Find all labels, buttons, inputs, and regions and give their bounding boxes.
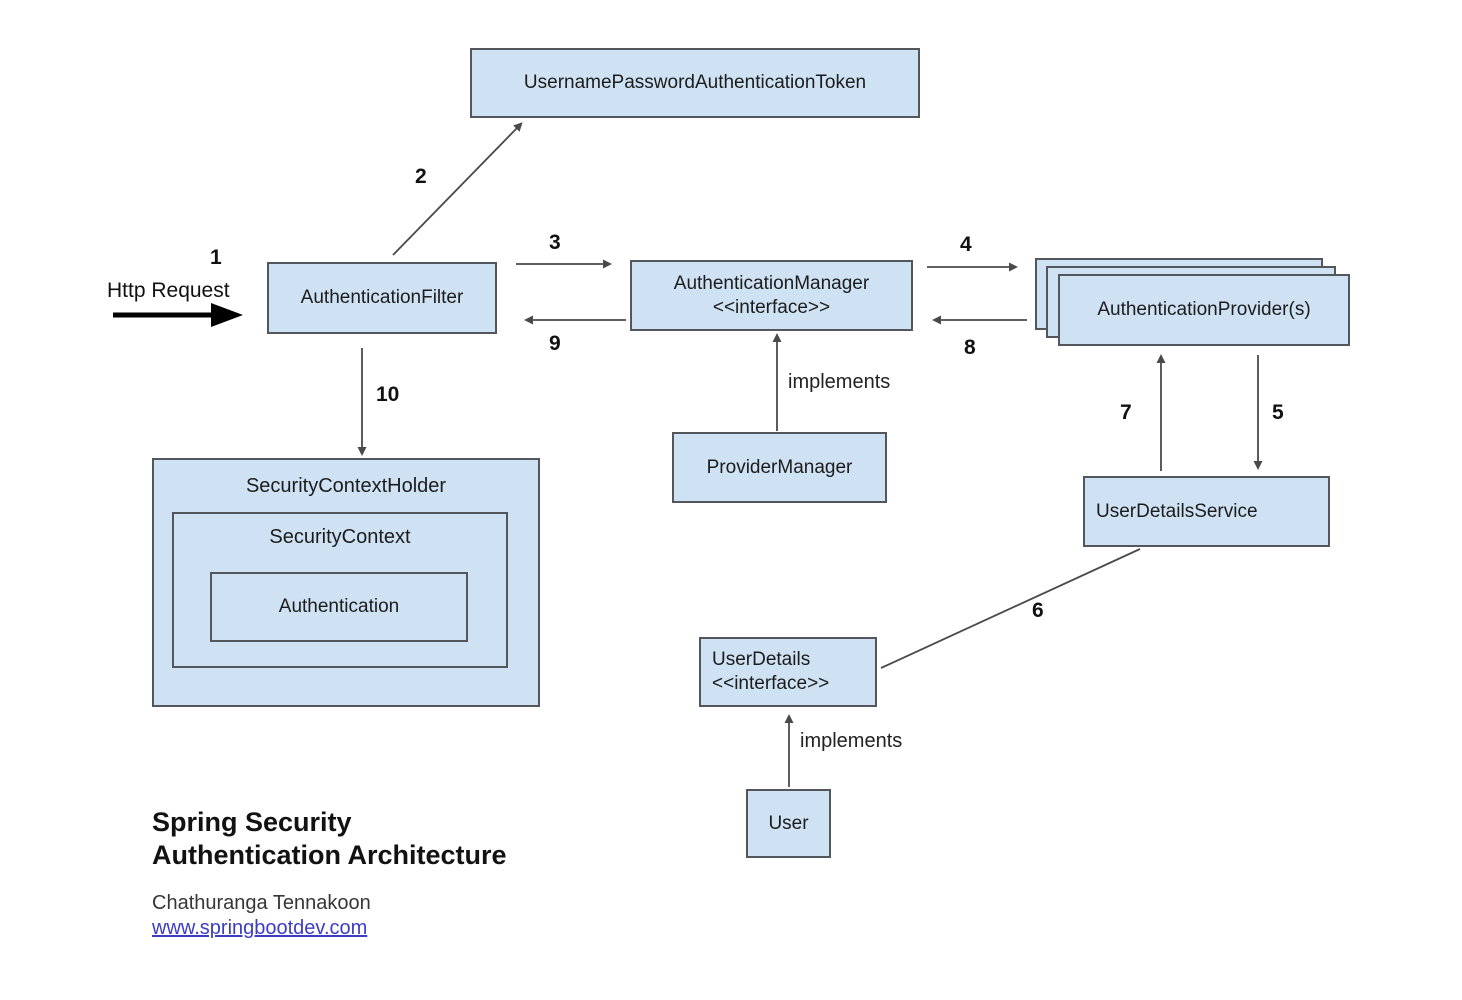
- node-user: User: [746, 789, 831, 858]
- node-user-details: UserDetails <<interface>>: [699, 637, 877, 707]
- node-label: AuthenticationProvider(s): [1097, 299, 1311, 321]
- author-name: Chathuranga Tennakoon: [152, 892, 371, 914]
- implements-label-user: implements: [800, 730, 903, 752]
- node-label: SecurityContext: [269, 526, 411, 548]
- node-label: UsernamePasswordAuthenticationToken: [523, 72, 867, 94]
- step-number-4: 4: [960, 233, 972, 256]
- step-number-5: 5: [1272, 401, 1284, 424]
- step-number-1: 1: [210, 246, 222, 269]
- http-request-label: Http Request: [107, 279, 230, 302]
- step-number-6: 6: [1032, 599, 1044, 622]
- step-number-9: 9: [549, 332, 561, 355]
- step-number-2: 2: [415, 165, 427, 188]
- step-number-7: 7: [1120, 401, 1132, 424]
- node-label: Authentication: [278, 596, 400, 618]
- node-username-password-authentication-token: UsernamePasswordAuthenticationToken: [470, 48, 920, 118]
- line-step-6-userdetails-to-uds: [880, 548, 1141, 669]
- node-stereotype: <<interface>>: [712, 296, 831, 318]
- node-authentication-filter: AuthenticationFilter: [267, 262, 497, 334]
- node-label: ProviderManager: [706, 456, 853, 478]
- node-authentication-manager: AuthenticationManager <<interface>>: [630, 260, 913, 331]
- arrow-step-2-create-token: [392, 122, 523, 256]
- node-label: UserDetailsService: [1096, 500, 1258, 522]
- node-authentication-providers: AuthenticationProvider(s): [1058, 274, 1350, 346]
- node-label: User: [768, 812, 809, 834]
- node-label: AuthenticationManager: [673, 272, 870, 294]
- node-label: AuthenticationFilter: [300, 287, 464, 309]
- step-number-3: 3: [549, 231, 561, 254]
- node-label: SecurityContextHolder: [245, 475, 447, 497]
- node-user-details-service: UserDetailsService: [1083, 476, 1330, 547]
- node-authentication: Authentication: [210, 572, 468, 642]
- diagram-title-line2: Authentication Architecture: [152, 840, 507, 870]
- node-stereotype: <<interface>>: [712, 673, 830, 694]
- step-number-8: 8: [964, 336, 976, 359]
- node-label: UserDetails: [712, 649, 811, 671]
- implements-label-provider-manager: implements: [788, 371, 891, 393]
- diagram-title: Spring Security Authentication Architect…: [152, 806, 507, 872]
- website-link[interactable]: www.springbootdev.com: [152, 917, 368, 939]
- node-provider-manager: ProviderManager: [672, 432, 887, 503]
- step-number-10: 10: [376, 383, 400, 406]
- diagram-title-line1: Spring Security: [152, 807, 352, 837]
